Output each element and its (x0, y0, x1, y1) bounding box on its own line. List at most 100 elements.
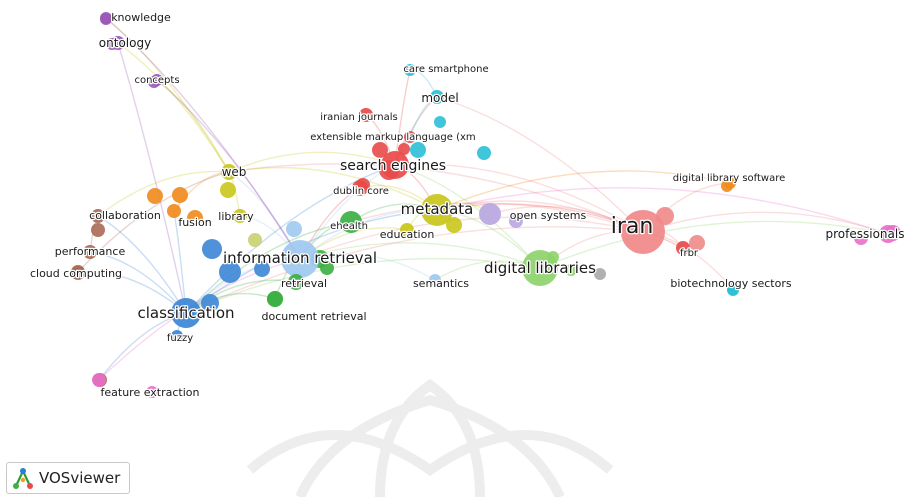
node-ontology[interactable] (111, 36, 125, 50)
label-education[interactable]: education (378, 227, 435, 243)
label-library[interactable]: library (217, 209, 255, 225)
label-biotechnology-sectors[interactable]: biotechnology sectors (669, 276, 793, 292)
link-professionals-metadata (436, 187, 889, 235)
label-collaboration[interactable]: collaboration (88, 208, 162, 224)
node-ehealth[interactable] (340, 211, 362, 233)
label-professionals[interactable]: professionals (824, 226, 905, 243)
label-knowledge[interactable]: knowledge (110, 10, 172, 26)
node-model[interactable] (430, 90, 444, 104)
node-dublin-core[interactable] (352, 180, 368, 196)
node-education[interactable] (400, 223, 414, 237)
keyword-node-minor[interactable] (172, 187, 188, 203)
node-document-retrieval[interactable] (267, 291, 283, 307)
link-classification-search_engines (185, 164, 396, 314)
keyword-node-minor[interactable] (201, 294, 219, 312)
label-care-smartphone[interactable]: care smartphone (402, 63, 490, 77)
label-cloud-computing[interactable]: cloud computing (29, 266, 124, 282)
link-web-collaboration (97, 170, 230, 217)
node-concepts[interactable] (151, 74, 163, 86)
node-search-engines[interactable] (381, 151, 409, 179)
node-semantics[interactable] (429, 274, 441, 286)
keyword-node-minor[interactable] (565, 264, 577, 276)
label-fuzzy[interactable]: fuzzy (166, 332, 195, 346)
label-ehealth[interactable]: ehealth (329, 220, 369, 234)
keyword-node-minor[interactable] (477, 146, 491, 160)
label-search-engines[interactable]: search engines (339, 157, 448, 176)
link-web-knowledge (105, 17, 230, 173)
label-iranian-journals[interactable]: iranian journals (319, 111, 399, 125)
label-extensible-markup-language[interactable]: extensible markup language (xm (309, 131, 477, 145)
node-extensible-markup-language[interactable] (404, 131, 416, 143)
node-fusion[interactable] (167, 204, 181, 218)
link-feature_extraction-information_retrieval (98, 258, 301, 381)
node-performance[interactable] (83, 245, 97, 259)
keyword-node-minor[interactable] (91, 223, 105, 237)
node-metadata[interactable] (421, 194, 453, 226)
keyword-node-minor[interactable] (219, 261, 241, 283)
keyword-node-minor[interactable] (509, 214, 523, 228)
keyword-node-minor[interactable] (372, 142, 388, 158)
keyword-node-minor[interactable] (410, 142, 426, 158)
keyword-node-minor[interactable] (434, 116, 446, 128)
keyword-node-minor[interactable] (254, 261, 270, 277)
node-fuzzy[interactable] (171, 330, 183, 342)
node-collaboration[interactable] (91, 209, 105, 223)
node-iran[interactable] (621, 210, 665, 254)
node-classification[interactable] (171, 298, 201, 328)
node-digital-libraries[interactable] (522, 250, 558, 286)
node-open-systems[interactable] (479, 203, 501, 225)
label-feature-extraction[interactable]: feature extraction (99, 385, 201, 401)
node-information-retrieval[interactable] (281, 240, 319, 278)
node-digital-library-software[interactable] (724, 177, 736, 189)
label-metadata[interactable]: metadata (399, 199, 474, 220)
keyword-node-minor[interactable] (202, 239, 222, 259)
node-retrieval[interactable] (288, 274, 304, 290)
node-cloud-computing[interactable] (71, 265, 85, 279)
keyword-node-minor[interactable] (146, 386, 158, 398)
label-performance[interactable]: performance (54, 244, 127, 260)
label-retrieval[interactable]: retrieval (280, 276, 329, 292)
link-web-search_engines (228, 151, 396, 173)
link-digital_libraries-information_retrieval (299, 242, 541, 269)
keyword-node-minor[interactable] (594, 268, 606, 280)
label-information-retrieval[interactable]: information retrieval (222, 248, 379, 269)
node-care-smartphone[interactable] (404, 64, 416, 76)
label-frbr[interactable]: frbr (679, 247, 700, 261)
label-document-retrieval[interactable]: document retrieval (260, 309, 368, 325)
keyword-node-minor[interactable] (147, 188, 163, 204)
keyword-node-minor[interactable] (854, 231, 868, 245)
node-knowledge[interactable] (100, 12, 112, 24)
keyword-node-minor[interactable] (187, 210, 203, 226)
node-feature-extraction[interactable] (92, 373, 106, 387)
label-digital-libraries[interactable]: digital libraries (483, 258, 598, 279)
vosviewer-logo-icon (13, 468, 33, 489)
vosviewer-badge[interactable]: VOSviewer (6, 462, 131, 494)
keyword-node-minor[interactable] (446, 217, 462, 233)
keyword-node-minor[interactable] (286, 221, 302, 237)
label-model[interactable]: model (420, 90, 460, 107)
keyword-node-minor[interactable] (320, 261, 334, 275)
node-biotechnology-sectors[interactable] (727, 283, 739, 295)
label-web[interactable]: web (220, 164, 247, 181)
label-semantics[interactable]: semantics (412, 276, 471, 292)
link-classification-collaboration (97, 215, 187, 314)
label-open-systems[interactable]: open systems (509, 208, 588, 224)
node-library[interactable] (233, 209, 247, 223)
label-classification[interactable]: classification (136, 303, 236, 324)
node-professionals[interactable] (879, 225, 897, 243)
keyword-node-minor[interactable] (398, 143, 410, 155)
link-classification-metadata (185, 209, 438, 314)
label-dublin-core[interactable]: dublin core (332, 185, 390, 199)
keyword-node-minor[interactable] (689, 235, 705, 251)
node-iranian-journals[interactable] (359, 108, 373, 122)
label-iran[interactable]: iran (609, 213, 654, 241)
node-frbr[interactable] (676, 241, 690, 255)
keyword-node-minor[interactable] (248, 233, 262, 247)
label-concepts[interactable]: concepts (133, 74, 181, 88)
keyword-node-minor[interactable] (220, 182, 236, 198)
label-ontology[interactable]: ontology (98, 35, 153, 52)
label-digital-library-software[interactable]: digital library software (671, 172, 786, 186)
label-fusion[interactable]: fusion (177, 215, 213, 231)
node-web[interactable] (221, 164, 237, 180)
